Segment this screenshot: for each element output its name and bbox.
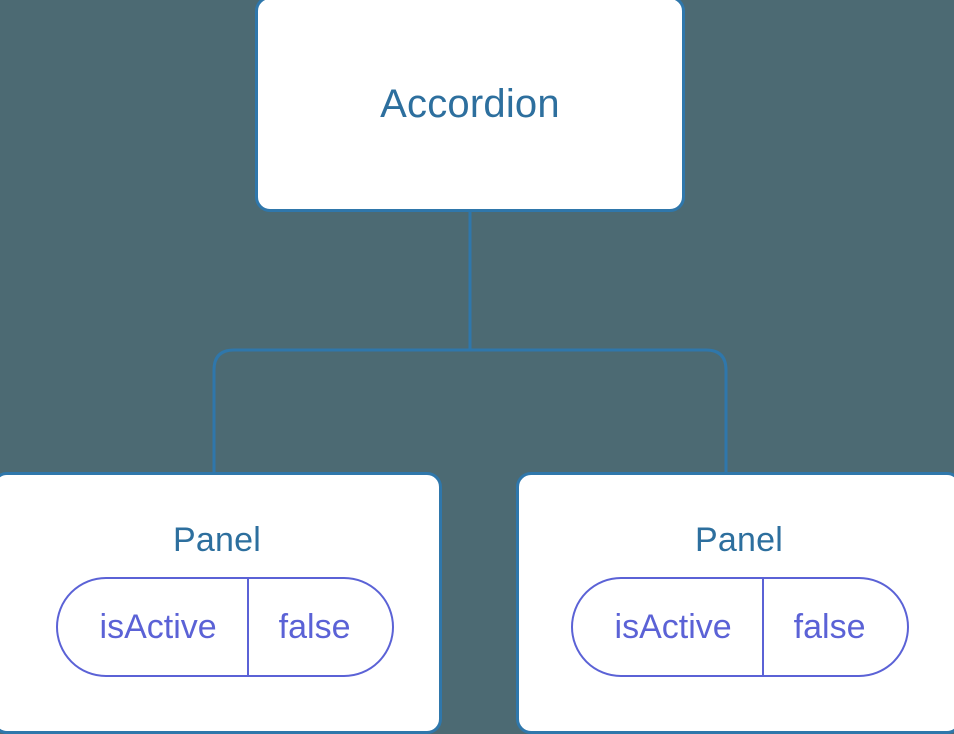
node-panel-left[interactable]: Panel isActive false	[0, 472, 442, 734]
node-panel-right-label: Panel	[695, 521, 783, 559]
prop-key: isActive	[614, 608, 732, 646]
prop-badge-isactive-right[interactable]: isActive false	[570, 577, 910, 677]
prop-key: isActive	[99, 608, 217, 646]
node-panel-right[interactable]: Panel isActive false	[516, 472, 954, 734]
node-panel-left-label: Panel	[173, 521, 261, 559]
connector-left-branch	[212, 348, 470, 476]
node-accordion[interactable]: Accordion	[255, 0, 685, 212]
prop-badge-isactive-left[interactable]: isActive false	[55, 577, 395, 677]
prop-value: false	[761, 579, 908, 675]
prop-value: false	[246, 579, 393, 675]
node-accordion-label: Accordion	[380, 82, 560, 126]
connector-right-branch	[470, 348, 728, 476]
